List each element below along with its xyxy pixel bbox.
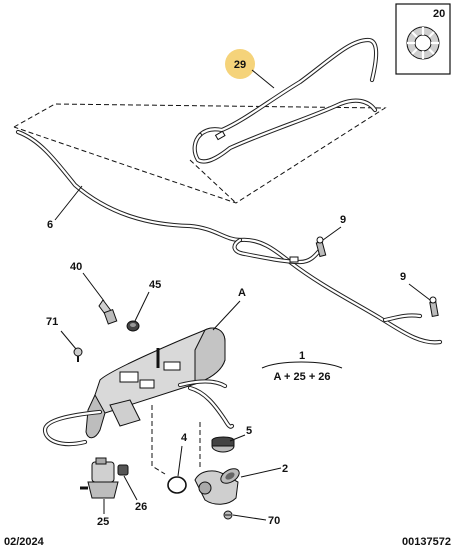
callout-25: 25 [97,516,109,528]
dashed-link-4 [151,405,166,475]
callout-71: 71 [46,316,58,328]
reservoir-hoses [42,379,235,447]
callout-5: 5 [246,425,252,437]
rivet-71[interactable] [73,347,83,362]
inset-box-20: 20 [395,3,451,75]
callout-9-lower: 9 [400,271,406,283]
callout-4: 4 [181,432,188,444]
callout-20: 20 [433,8,445,20]
retaining-clip-20[interactable] [406,26,440,60]
callout-2: 2 [282,463,288,475]
dashed-frame-29 [13,103,387,204]
hose-29[interactable] [192,37,379,164]
callout-9-upper: 9 [340,214,346,226]
filler-neck-2[interactable] [194,466,242,505]
callout-29: 29 [234,59,246,71]
callout-1: 1 [299,350,305,362]
callout-45: 45 [149,279,161,291]
pump-grommet-26[interactable] [117,464,129,476]
washer-pump-25[interactable] [80,457,119,499]
callout-29-badge: 29 [225,49,275,89]
washer-reservoir-A[interactable] [85,327,226,439]
callout-26: 26 [135,501,147,513]
callout-A: A [238,287,246,299]
footer-reference: 00137572 [402,536,451,548]
nozzle-9-lower[interactable] [429,296,439,317]
callout-6: 6 [47,219,53,231]
callout-40: 40 [70,261,82,273]
assembly-formula: A + 25 + 26 [273,371,330,383]
level-sensor-40[interactable] [98,299,118,325]
grommet-45[interactable] [126,320,140,332]
filler-cap-5[interactable] [211,436,235,453]
hose-6[interactable] [15,129,443,345]
assembly-note: 1 A + 25 + 26 [261,350,343,383]
footer-date: 02/2024 [4,536,45,548]
screw-70[interactable] [223,510,233,520]
callout-70: 70 [268,515,280,527]
seal-ring-4[interactable] [167,476,187,494]
